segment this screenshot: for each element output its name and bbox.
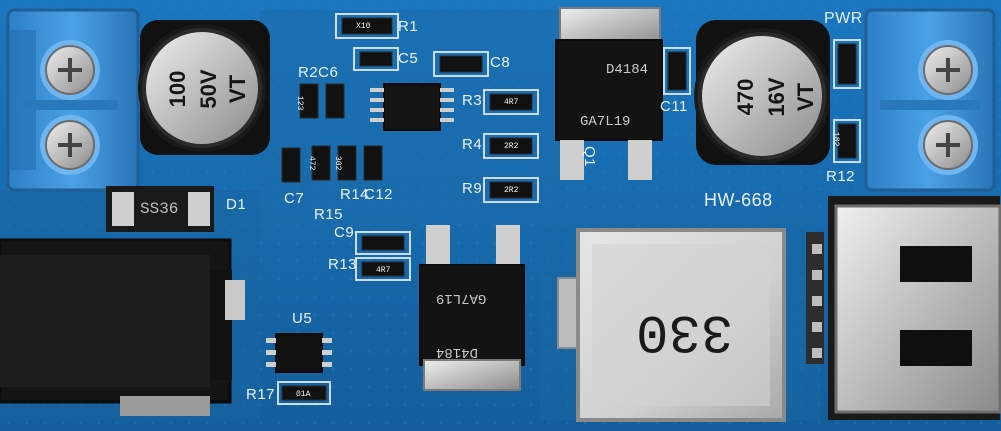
capacitor-right <box>694 20 830 165</box>
label-r14: R14 <box>340 186 370 203</box>
label-c11: C11 <box>660 98 688 115</box>
label-r2c6: R2C6 <box>298 64 339 81</box>
label-r15: R15 <box>314 206 344 223</box>
capacitor-left <box>138 20 270 155</box>
ic-u5 <box>266 333 332 373</box>
label-c5: C5 <box>398 50 419 67</box>
cap-left-text-1: 100 <box>165 70 190 108</box>
mosfet-top-part: D4184 <box>606 62 649 78</box>
cap-left-text-2: 50V <box>196 69 221 109</box>
label-c12: C12 <box>364 186 394 203</box>
label-r3: R3 <box>462 92 483 109</box>
label-q1: Q1 <box>581 146 598 168</box>
mosfet-bottom-lot: GA7L19 <box>436 290 487 306</box>
diode-d1 <box>106 186 214 232</box>
silkscreen-outlines <box>277 13 861 405</box>
cap-left-text-3: VT <box>225 74 250 104</box>
label-board-model: HW-668 <box>704 190 773 210</box>
label-pwr: PWR <box>824 10 863 27</box>
r13-code: 4R7 <box>376 266 391 275</box>
label-r17: R17 <box>246 386 276 403</box>
screw-terminal-left <box>6 8 140 192</box>
r3-code: 4R7 <box>504 98 519 107</box>
r2-code: 123 <box>295 96 304 111</box>
mosfet-q2-bottom <box>419 225 525 391</box>
r15-code: 472 <box>307 156 316 171</box>
diode-marking: SS36 <box>140 200 179 218</box>
label-r9: R9 <box>462 180 483 197</box>
r1-code: X10 <box>356 22 371 31</box>
r14-code: 302 <box>333 156 342 171</box>
power-inductor <box>557 228 786 422</box>
label-r4: R4 <box>462 136 483 153</box>
cap-right-text-1: 470 <box>733 78 758 116</box>
screw-terminal-right <box>864 8 996 192</box>
label-c8: C8 <box>490 54 511 71</box>
mosfet-top-lot: GA7L19 <box>580 114 631 130</box>
smd-components <box>281 17 857 401</box>
label-r13: R13 <box>328 256 358 273</box>
r12-code: 182 <box>831 132 840 147</box>
r9-code: 2R2 <box>504 186 519 195</box>
cap-right-text-3: VT <box>793 82 818 112</box>
label-r12: R12 <box>826 168 856 185</box>
r17-code: 01A <box>296 390 311 399</box>
usb-a-port <box>806 196 1001 420</box>
cap-right-text-2: 16V <box>764 77 789 117</box>
label-c7: C7 <box>284 190 305 207</box>
mosfet-bottom-part: D4184 <box>436 344 479 360</box>
ic-controller <box>370 83 454 131</box>
mosfet-q1-top <box>555 7 663 180</box>
label-u5: U5 <box>292 310 313 327</box>
dc-barrel-jack <box>0 238 245 416</box>
inductor-marking: 330 <box>636 300 734 361</box>
r4-code: 2R2 <box>504 142 519 151</box>
label-c9: C9 <box>334 224 355 241</box>
label-r1: R1 <box>398 18 419 35</box>
label-d1: D1 <box>226 196 247 213</box>
